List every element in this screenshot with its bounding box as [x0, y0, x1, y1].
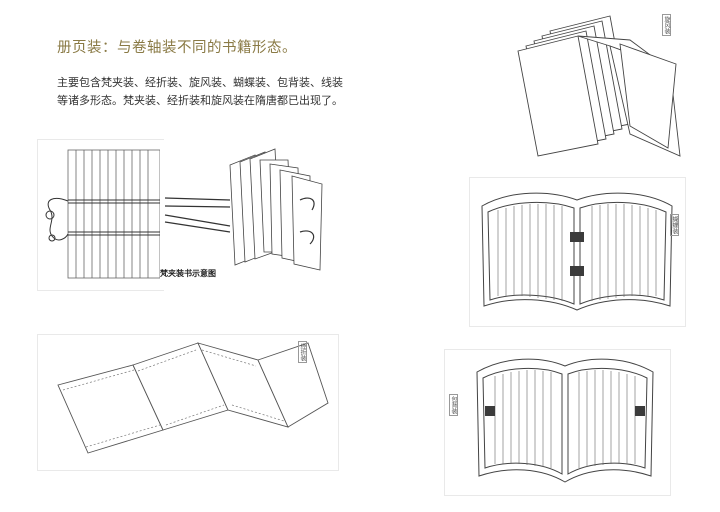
xuanfeng-label: 旋风装 [662, 14, 671, 36]
wrapped-back-binding-illustration [476, 358, 654, 483]
jingzhe-figure: 经折装 [38, 335, 338, 470]
intro-text: 主要包含梵夹装、经折装、旋风装、蝴蝶装、包背装、线装 等诸多形态。梵夹装、经折装… [57, 74, 397, 110]
fanjia-caption: 梵夹装书示意图 [160, 269, 216, 278]
hudie-label: 蝴蝶装 [670, 214, 679, 236]
baobei-label: 包背装 [449, 394, 458, 416]
intro-line-2: 等诸多形态。梵夹装、经折装和旋风装在隋唐都已出现了。 [57, 94, 343, 107]
baobei-figure: 包背装 [445, 350, 670, 495]
accordion-binding-illustration [57, 342, 329, 454]
xuanfeng-figure: 旋风装 [480, 6, 685, 164]
page-title: 册页装：与卷轴装不同的书籍形态。 [57, 40, 297, 56]
intro-line-1: 主要包含梵夹装、经折装、旋风装、蝴蝶装、包背装、线装 [57, 76, 343, 89]
fanjia-open-leaves-illustration [164, 148, 323, 271]
fanjia-figure-right: 梵夹装书示意图 [160, 140, 335, 290]
hudie-figure: 蝴蝶装 [470, 178, 685, 326]
butterfly-binding-illustration [481, 192, 673, 311]
fanjia-figure [38, 140, 163, 290]
whirlwind-binding-illustration [517, 15, 681, 157]
jingzhe-label: 经折装 [298, 341, 307, 363]
fanjia-bound-leaves-illustration [45, 149, 161, 279]
